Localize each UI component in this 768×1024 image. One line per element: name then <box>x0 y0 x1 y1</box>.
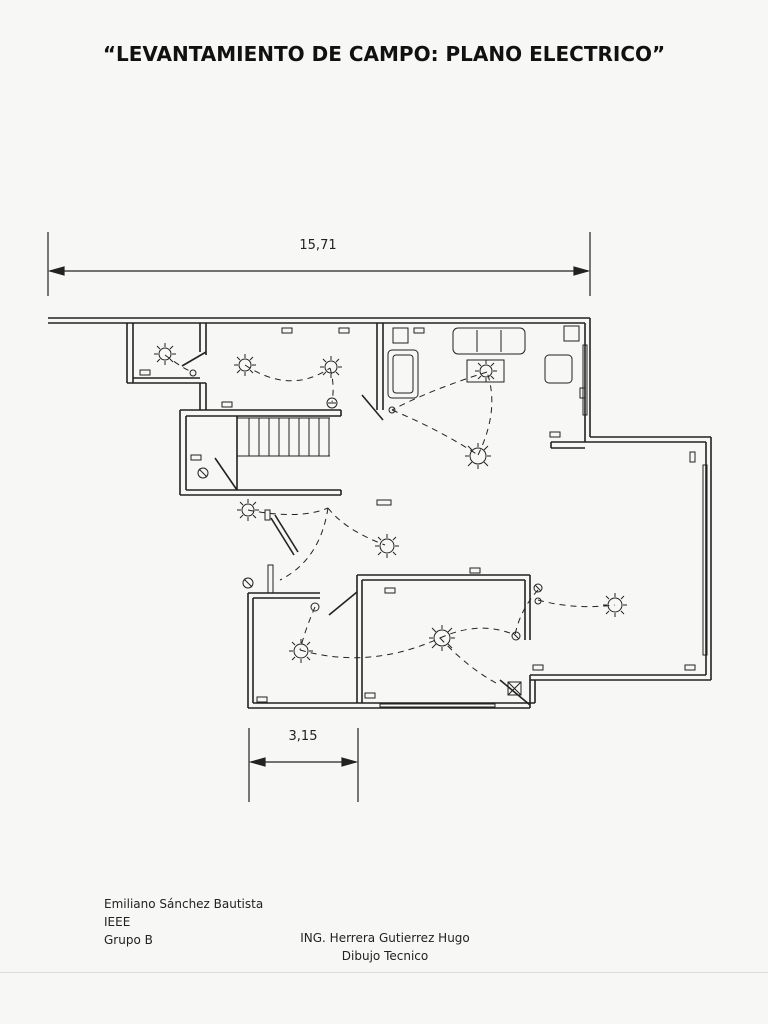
overall-dimension <box>47 232 591 296</box>
light-fixture-8 <box>289 639 313 663</box>
room-dimension-label: 3,15 <box>289 729 318 744</box>
light-fixture-9 <box>429 625 455 651</box>
author-org: IEEE <box>104 915 131 929</box>
light-fixture-5 <box>465 443 491 469</box>
light-fixture-10 <box>603 593 627 617</box>
author-group: Grupo B <box>104 933 153 947</box>
light-fixture-3 <box>320 356 342 378</box>
overall-dimension-label: 15,71 <box>299 238 336 253</box>
walls <box>48 317 712 709</box>
light-fixture-4 <box>475 360 497 382</box>
course-name: Dibujo Tecnico <box>341 949 429 963</box>
footer-divider <box>0 972 768 973</box>
light-fixture-1 <box>154 343 176 365</box>
light-fixture-2 <box>234 354 256 376</box>
page-title: “LEVANTAMIENTO DE CAMPO: PLANO ELECTRICO… <box>102 42 666 66</box>
furniture <box>139 325 696 703</box>
room-dimension <box>248 728 359 802</box>
author-name: Emiliano Sánchez Bautista <box>104 897 264 911</box>
light-fixtures <box>154 343 627 663</box>
author-block: Emiliano Sánchez Bautista IEEE Grupo B <box>104 895 263 949</box>
light-fixture-7 <box>375 534 399 558</box>
switches <box>189 369 543 641</box>
light-fixture-6 <box>237 499 259 521</box>
instructor-name: ING. Herrera Gutierrez Hugo <box>300 931 470 945</box>
instructor-block: ING. Herrera Gutierrez Hugo Dibujo Tecni… <box>300 929 470 965</box>
